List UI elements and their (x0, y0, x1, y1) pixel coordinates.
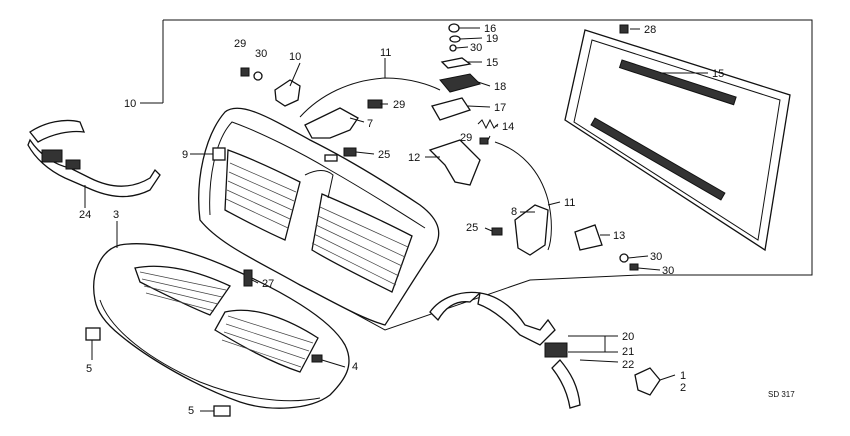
callout-30: 30 (650, 251, 662, 263)
bolt-part (367, 99, 383, 109)
callout-27: 28 (644, 24, 656, 36)
clip-part (619, 24, 629, 34)
callout-labels: 10 9 29 30 10 11 29 7 25 16 19 30 15 18 … (79, 23, 795, 417)
washer-part (253, 71, 263, 81)
callout-1: 1 (680, 370, 686, 382)
callout-11: 11 (380, 47, 391, 59)
callout-21: 20 (622, 331, 634, 343)
callout-2: 2 (680, 382, 686, 394)
callout-4: 4 (352, 361, 358, 373)
release-cable-lower (494, 141, 552, 251)
callout-26: 27 (262, 278, 274, 290)
callout-28: 29 (393, 99, 405, 111)
seat-belt-rear (429, 291, 581, 409)
callout-18: 17 (494, 102, 506, 114)
backrest-board (564, 29, 791, 252)
callout-22: 21 (622, 346, 634, 358)
spring-part (477, 118, 499, 130)
callout-5: 5 (86, 363, 92, 375)
washer-part (449, 35, 461, 43)
callout-7: 8 (511, 206, 517, 218)
callout-3: 3 (113, 209, 119, 221)
lock-cover-part (439, 73, 481, 93)
callout-29: 30 (662, 265, 674, 277)
assembly-frame (162, 19, 813, 331)
bolt-part (243, 269, 253, 287)
callout-12: 12 (408, 152, 420, 164)
callout-13: 13 (613, 230, 625, 242)
callout-24: 24 (79, 209, 91, 221)
callout-20: 19 (486, 33, 498, 45)
callout-19: 18 (494, 81, 506, 93)
callout-30: 30 (255, 48, 267, 60)
callout-17: 16 (484, 23, 496, 35)
callout-6: 7 (367, 118, 373, 130)
callout-15: 15 (712, 68, 724, 80)
callout-25: 25 (378, 149, 390, 161)
callout-8: 10 (124, 98, 136, 110)
callout-9: 9 (182, 149, 188, 161)
seat-cushion (93, 243, 350, 409)
cap-part (448, 23, 460, 33)
lock-assembly (428, 139, 481, 186)
seat-belt-left (27, 119, 161, 198)
leader-lines (84, 27, 708, 412)
callout-14: 14 (502, 121, 514, 133)
washer-part (449, 44, 457, 52)
bolt-part (491, 227, 503, 236)
diagram-code: SD 317 (768, 390, 795, 399)
clip-part (213, 405, 231, 417)
callout-29: 29 (460, 132, 472, 144)
release-cable-upper (299, 77, 441, 118)
callout-11: 11 (564, 197, 575, 209)
bolt-part (240, 67, 250, 77)
bolt-part (343, 147, 357, 157)
callout-10: 10 (289, 51, 301, 63)
striker-assembly (514, 204, 549, 256)
bolt-part (479, 137, 489, 145)
bracket-part (574, 224, 603, 251)
callout-25: 25 (466, 222, 478, 234)
key-cylinder-part (440, 57, 472, 69)
belt-anchor-part (634, 367, 661, 396)
hinge-bracket (304, 107, 359, 139)
bolt-part (629, 263, 639, 271)
callout-30: 30 (470, 42, 482, 54)
callout-23: 22 (622, 359, 634, 371)
seat-back (198, 107, 440, 326)
washer-part (619, 253, 629, 263)
bracket-part (274, 79, 301, 107)
clip-part (85, 327, 101, 341)
callout-5: 5 (188, 405, 194, 417)
callout-29: 29 (234, 38, 246, 50)
lock-body-part (431, 97, 472, 121)
clip-part (212, 147, 226, 161)
callout-16: 15 (486, 57, 498, 69)
